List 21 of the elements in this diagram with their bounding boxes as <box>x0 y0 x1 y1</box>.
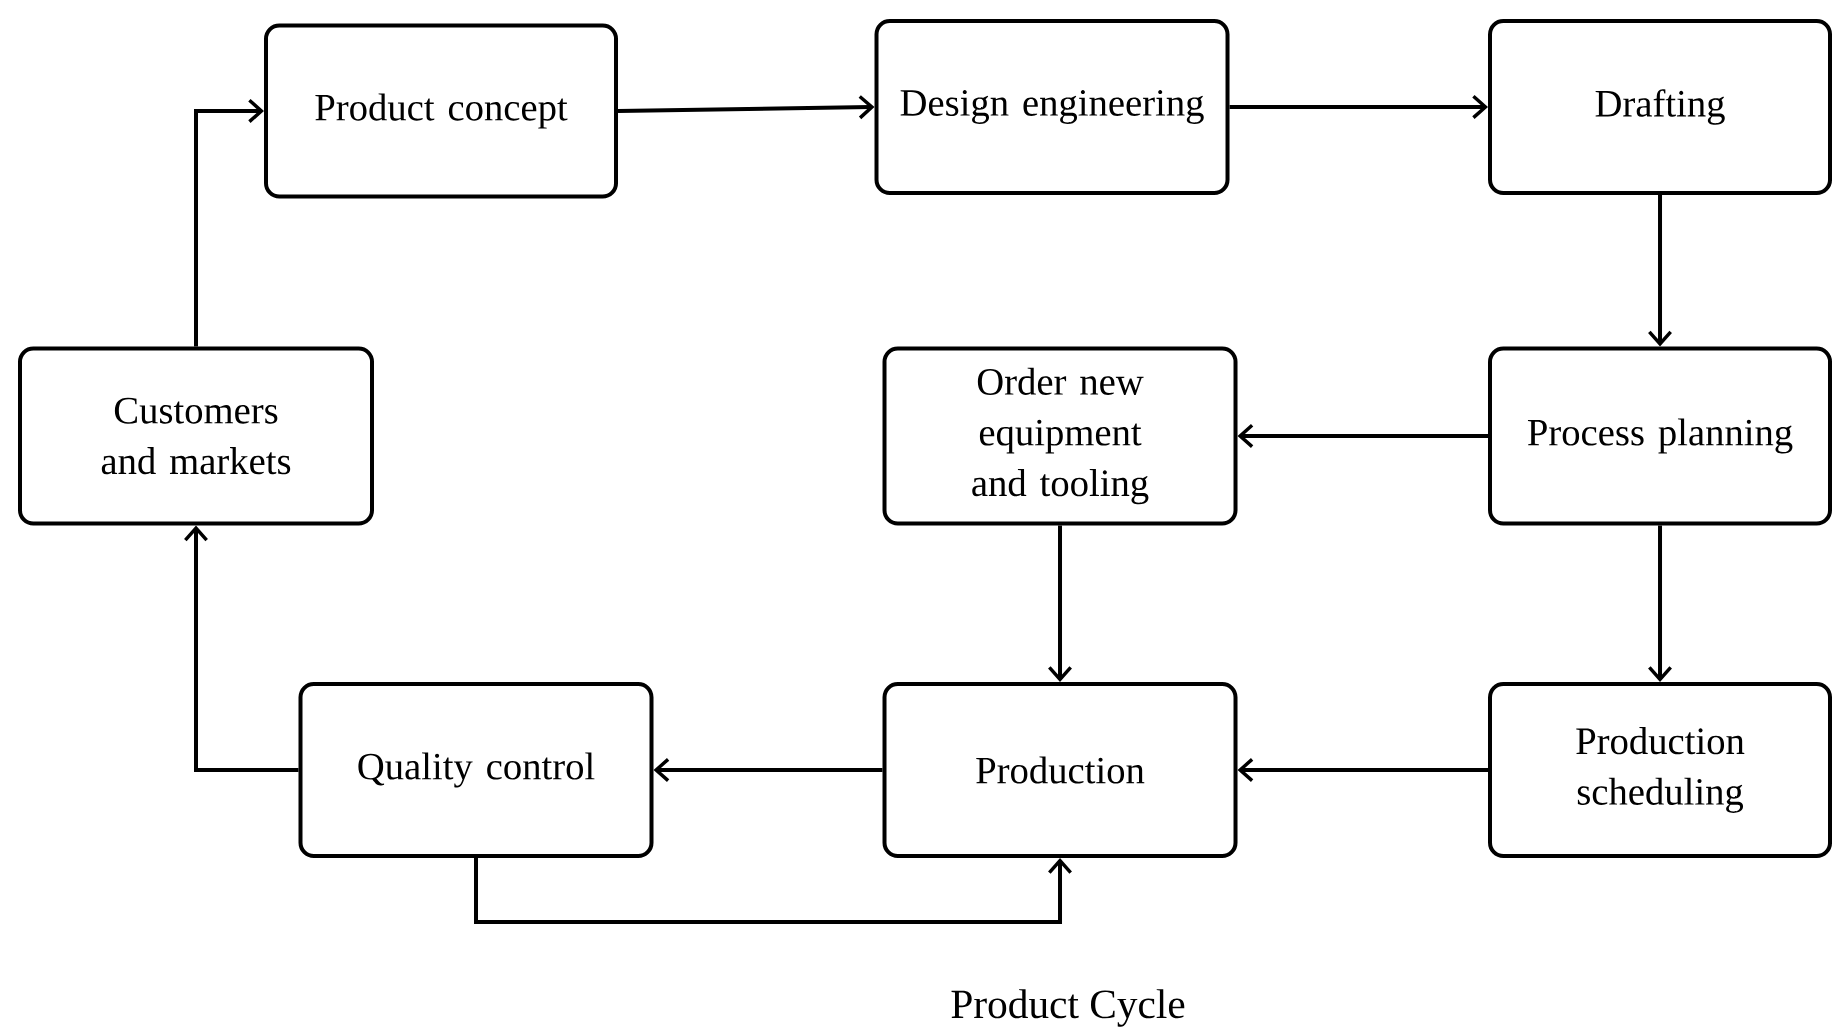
arrow <box>1648 525 1672 682</box>
arrow <box>1648 195 1672 347</box>
process-box: Product concept <box>264 23 618 199</box>
process-box: Production scheduling <box>1488 682 1833 858</box>
process-box: Customers and markets <box>18 346 374 526</box>
process-box: Quality control <box>298 682 654 858</box>
process-box: Drafting <box>1488 19 1833 195</box>
caption: Product Cycle <box>951 989 1185 1027</box>
arrow <box>1237 424 1488 448</box>
arrow <box>1048 525 1072 682</box>
arrow <box>653 758 883 782</box>
process-box: Design engineering <box>874 19 1230 195</box>
arrow <box>474 858 1072 924</box>
arrow <box>184 525 299 772</box>
process-box: Production <box>882 682 1238 858</box>
arrow <box>617 95 875 120</box>
arrow <box>194 99 264 347</box>
arrow <box>1229 95 1489 119</box>
process-box: Process planning <box>1488 346 1833 526</box>
arrow <box>1237 758 1488 782</box>
process-box: Order new equipment and tooling <box>882 346 1238 526</box>
